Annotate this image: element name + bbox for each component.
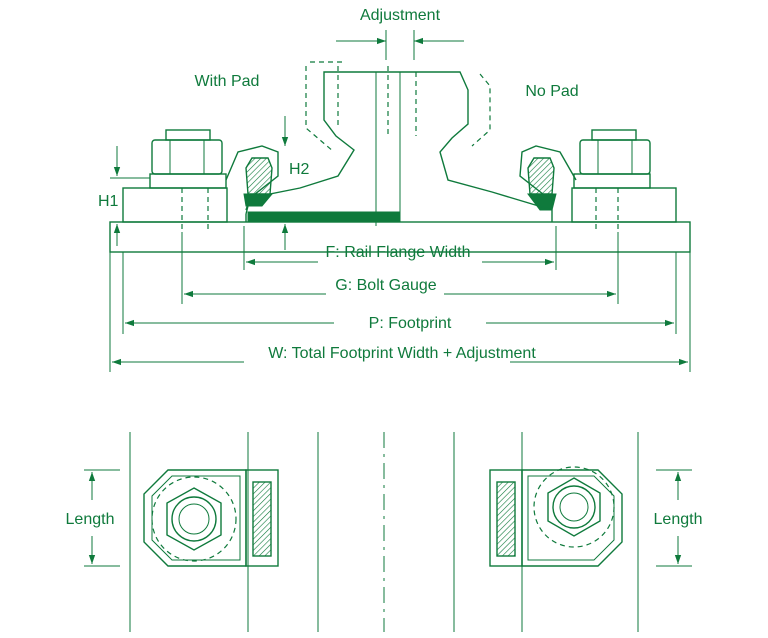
right-nut [573, 129, 651, 232]
with-pad-label: With Pad [195, 73, 260, 90]
adjustment-label: Adjustment [360, 7, 441, 24]
h1-label: H1 [98, 193, 119, 210]
w-label: W: Total Footprint Width + Adjustment [268, 345, 536, 362]
left-block [122, 187, 228, 223]
h2-label: H2 [289, 161, 310, 178]
f-label: F: Rail Flange Width [326, 244, 471, 261]
rail-pad [247, 211, 401, 223]
adjustment-dimension [336, 30, 464, 60]
length-dimension-left [84, 469, 120, 567]
length-dimension-right [656, 469, 692, 567]
p-label: P: Footprint [369, 315, 452, 332]
left-insulator [245, 157, 273, 195]
left-toe-block [243, 193, 274, 207]
rail-ghost-right [471, 73, 491, 147]
right-insulator [527, 157, 555, 195]
h1-dimension [110, 146, 150, 246]
rail-profile [245, 71, 553, 222]
elevation-view: Adjustment With Pad No Pad H2 H1 F: Rail… [98, 7, 691, 372]
no-pad-label: No Pad [525, 83, 578, 100]
right-clip-plan [489, 466, 623, 567]
plan-view: Length Length [66, 432, 703, 632]
left-clip-plan [143, 469, 279, 567]
length-label-left: Length [66, 511, 115, 528]
left-nut [149, 129, 227, 232]
rail-ghost-left [305, 66, 335, 153]
length-label-right: Length [654, 511, 703, 528]
right-block [571, 187, 677, 223]
g-label: G: Bolt Gauge [335, 277, 436, 294]
